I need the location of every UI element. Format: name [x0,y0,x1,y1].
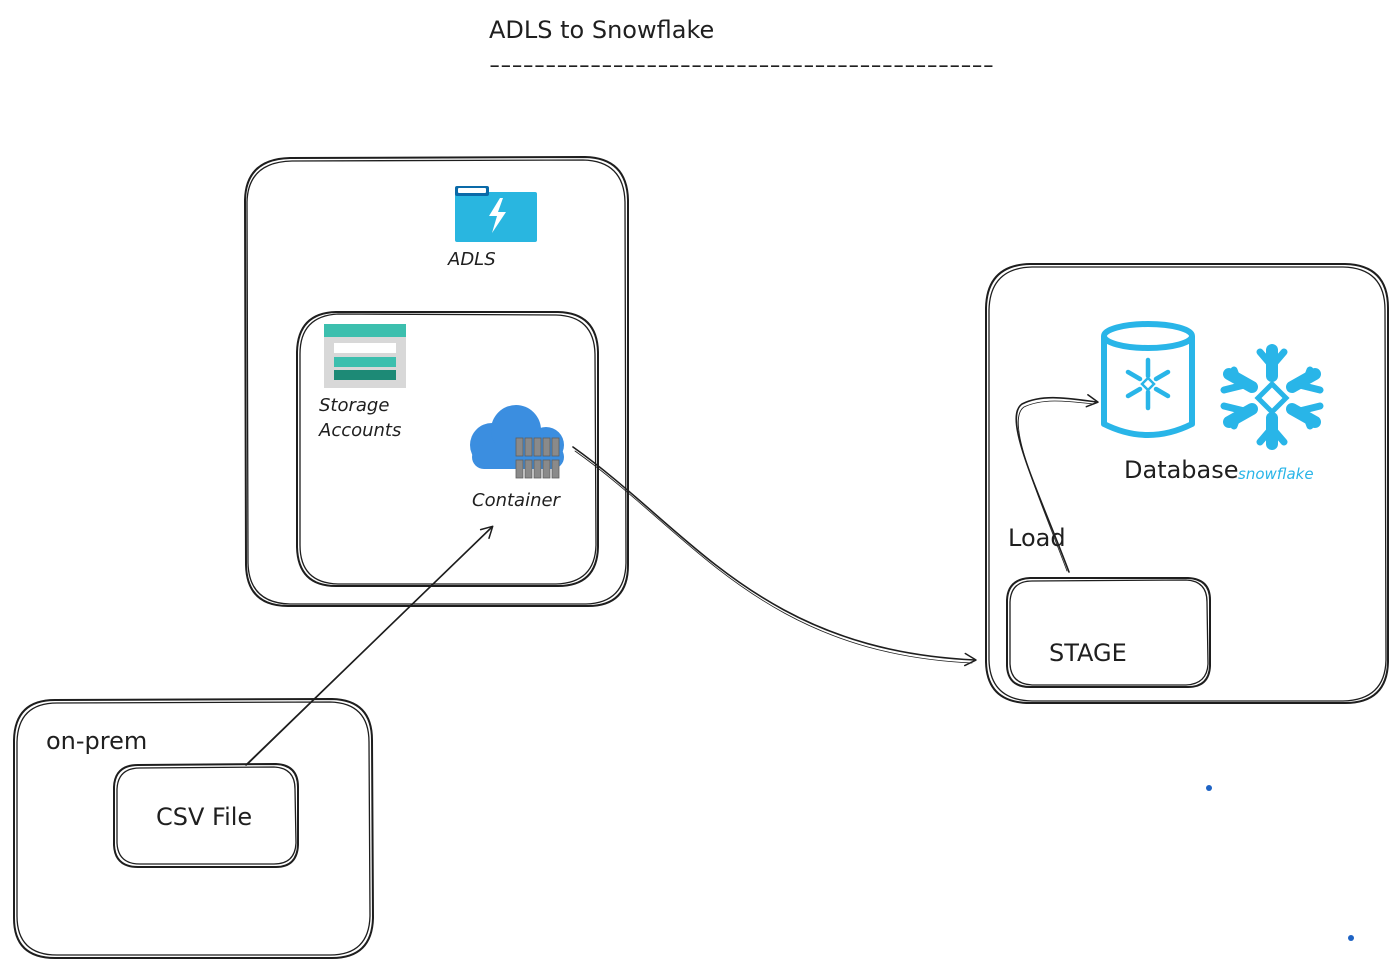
container-label: Container [472,490,562,511]
stage-box [1006,577,1211,688]
title-divider: ----------------------------------------… [489,53,994,77]
snowflake-logo-icon [1220,344,1324,450]
onprem-box [13,698,374,959]
arrow-container-to-stage [572,446,977,667]
load-label: Load [1008,524,1066,552]
arrow-stage-to-database [1015,394,1099,573]
database-label: Database [1124,456,1239,484]
decorative-dot [1348,935,1354,941]
storage-accounts-label-line2: Accounts [318,420,401,441]
snowflake-box [985,263,1389,704]
csv-file-box [113,763,299,868]
decorative-dot [1206,785,1212,791]
csv-file-label: CSV File [156,803,252,831]
storage-accounts-icon [324,324,406,388]
adls-folder-icon [455,186,537,242]
storage-account-box [296,311,599,587]
onprem-label: on-prem [46,727,147,755]
adls-label: ADLS [447,249,496,270]
snowflake-brand-label: snowflake [1238,465,1314,483]
arrow-csv-to-container [245,525,494,766]
diagram-title: ADLS to Snowflake [489,16,714,44]
container-cloud-icon [470,405,564,479]
stage-label: STAGE [1049,639,1127,667]
storage-accounts-label-line1: Storage [319,395,389,416]
adls-box [244,156,629,607]
database-icon [1101,321,1195,438]
